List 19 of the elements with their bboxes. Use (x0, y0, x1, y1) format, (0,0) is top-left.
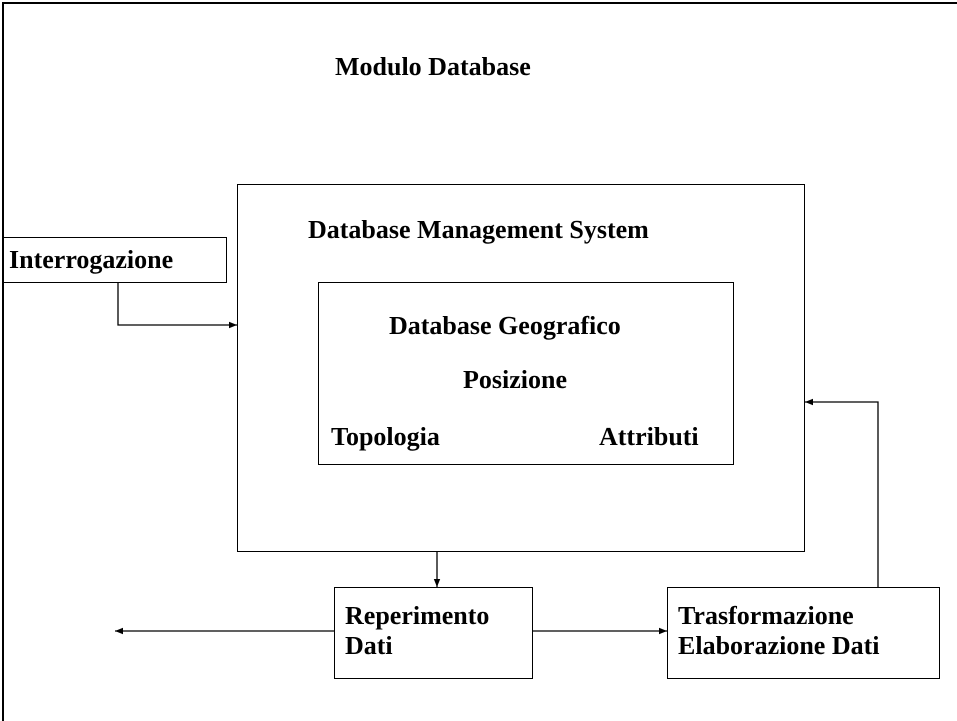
label: Topologia (331, 422, 440, 452)
arrow (533, 628, 667, 634)
node-label: Trasformazione Elaborazione Dati (678, 601, 880, 661)
process-box (667, 587, 940, 679)
arrow (434, 552, 440, 587)
process-box (3, 237, 227, 283)
label: Attributi (599, 422, 699, 452)
node-title: Interrogazione (9, 245, 174, 275)
inner-box (318, 282, 734, 465)
arrow (805, 398, 879, 587)
arrow (117, 283, 237, 328)
process-box (334, 587, 533, 679)
node-title: Database Geografico (389, 311, 621, 341)
arrow (115, 628, 334, 634)
label: Posizione (463, 365, 567, 395)
node-title: Database Management System (308, 215, 649, 245)
process-box (237, 184, 805, 552)
diagram-title: Modulo Database (335, 52, 531, 82)
node-label: Reperimento Dati (345, 601, 490, 661)
